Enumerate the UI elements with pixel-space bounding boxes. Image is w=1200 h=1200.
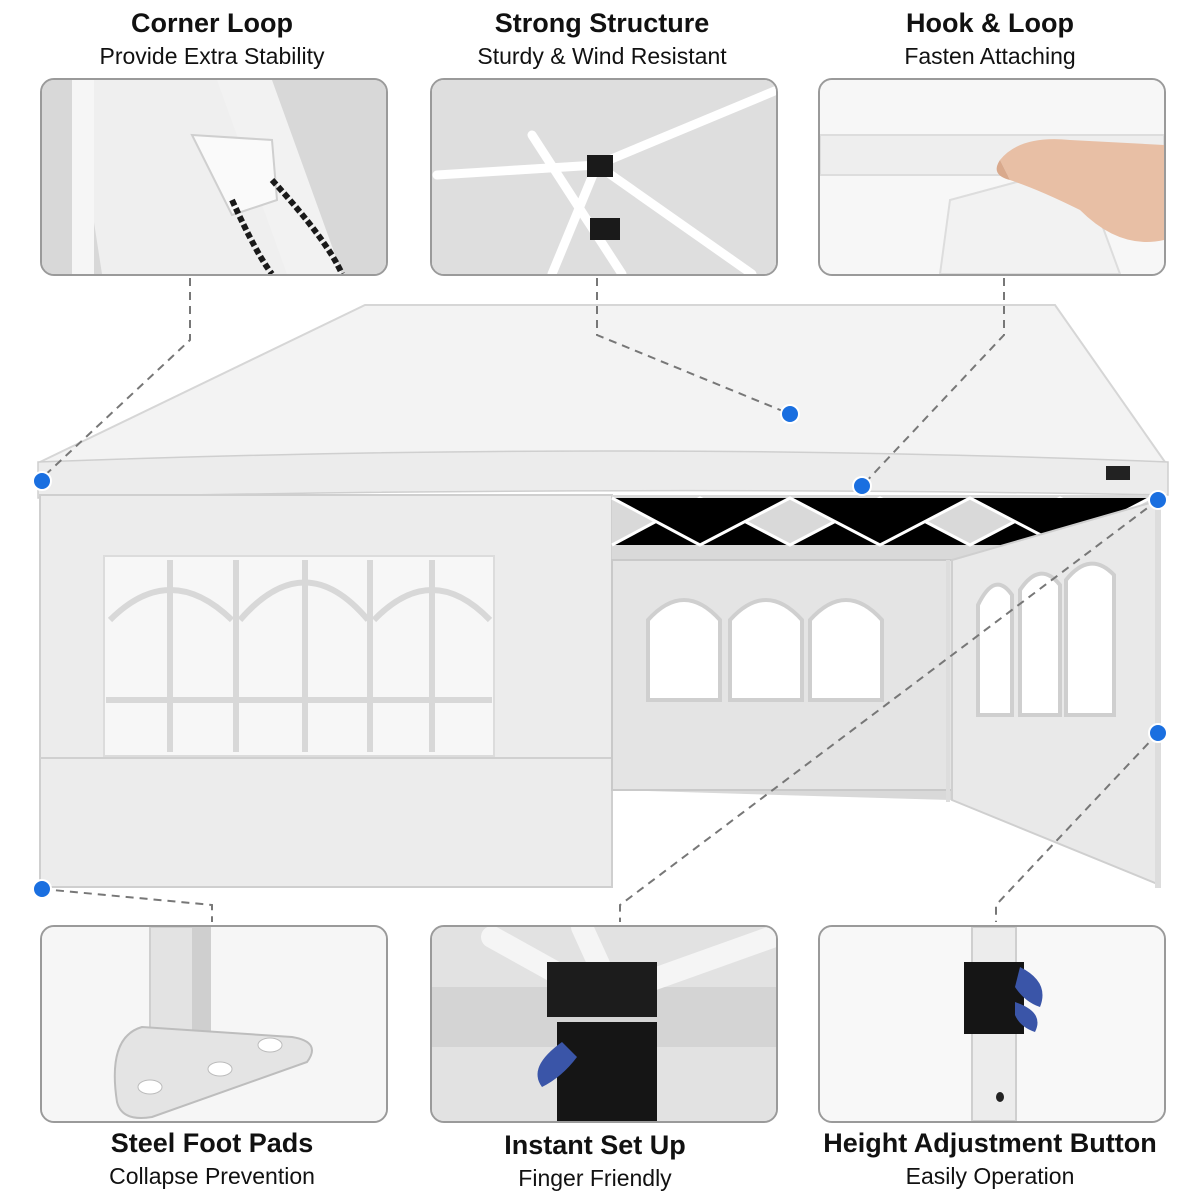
corner-loop-photo	[40, 78, 388, 276]
instant-set-up-subtitle: Finger Friendly	[518, 1165, 672, 1191]
hook-loop-subtitle: Fasten Attaching	[904, 43, 1076, 69]
back-window	[646, 598, 884, 702]
corner-loop-subtitle: Provide Extra Stability	[99, 43, 325, 69]
front-window	[103, 555, 495, 757]
right-window	[976, 561, 1116, 717]
strong-structure-title: Strong Structure	[494, 8, 710, 38]
steel-foot-pads-subtitle: Collapse Prevention	[109, 1163, 315, 1189]
corner-loop-title: Corner Loop	[131, 8, 293, 38]
canopy-roof	[39, 304, 1167, 463]
steel-foot-pads-title: Steel Foot Pads	[110, 1128, 314, 1158]
callout-dots	[32, 404, 1168, 899]
instant-set-up-photo	[430, 925, 778, 1123]
callout-lines	[41, 278, 1159, 922]
height-adjustment-photo	[818, 925, 1166, 1123]
steel-foot-pad-photo	[40, 925, 388, 1123]
brand-label	[1106, 466, 1130, 480]
hook-loop-title: Hook & Loop	[906, 8, 1074, 38]
instant-set-up-title: Instant Set Up	[504, 1130, 686, 1160]
strong-structure-photo	[430, 78, 778, 276]
height-adjustment-title: Height Adjustment Button	[823, 1128, 1157, 1158]
strong-structure-subtitle: Sturdy & Wind Resistant	[477, 43, 727, 69]
height-adjustment-subtitle: Easily Operation	[905, 1163, 1075, 1189]
hook-loop-photo	[818, 78, 1166, 276]
